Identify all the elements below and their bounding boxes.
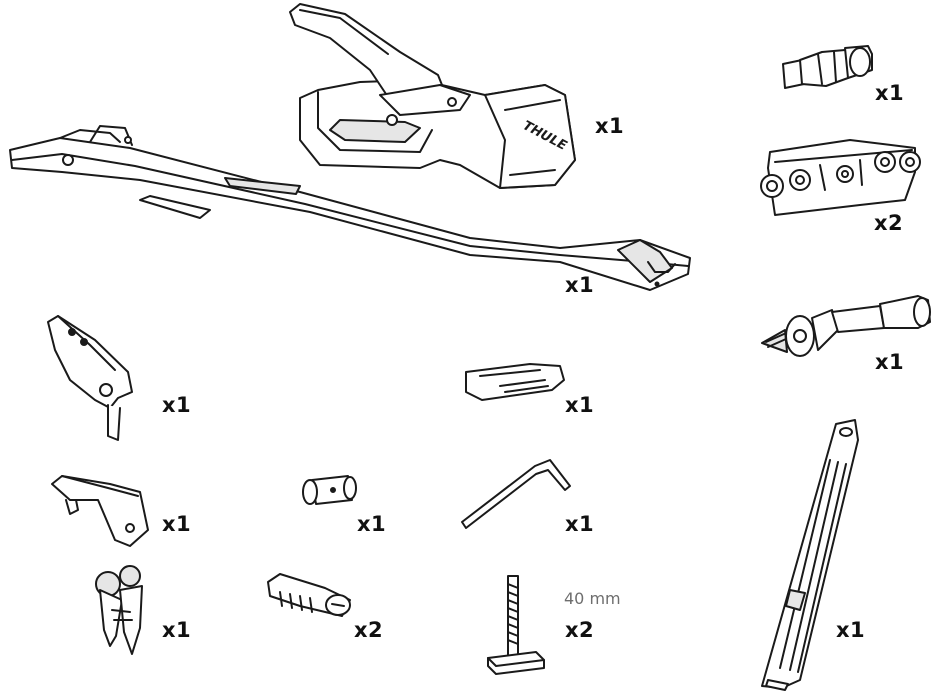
wheel-holder-icon [47, 315, 133, 441]
quantity-label-wheel-strap: x1 [836, 618, 866, 642]
quantity-label-end-cap: x1 [162, 512, 192, 536]
quantity-label-adapter-plug: x1 [875, 81, 905, 105]
adapter-plug-icon [782, 45, 873, 89]
fork-mount-icon: THULE [289, 3, 576, 189]
spacer-icon [302, 475, 357, 505]
quantity-label-spacer: x1 [357, 512, 387, 536]
end-cap-icon [51, 475, 149, 547]
quantity-label-adapter-kit: x2 [874, 211, 904, 235]
quantity-label-thru-axle-adapter: x1 [875, 350, 905, 374]
quantity-label-lock-cylinder: x2 [354, 618, 384, 642]
adapter-kit-icon [760, 139, 921, 216]
keys-icon [95, 565, 143, 655]
quantity-label-t-bolt: x2 [565, 618, 595, 642]
strap-clip-icon [465, 363, 565, 401]
t-bolt-icon [487, 575, 545, 675]
hex-key-icon [461, 459, 571, 529]
quantity-label-hex-key: x1 [565, 512, 595, 536]
t-bolt-dimension: 40 mm [564, 589, 621, 608]
quantity-label-keys: x1 [162, 618, 192, 642]
quantity-label-fork-mount: x1 [595, 114, 625, 138]
lock-cylinder-icon [267, 573, 351, 617]
quantity-label-strap-clip: x1 [565, 393, 595, 417]
bike-tray-icon [9, 125, 691, 291]
wheel-strap-icon [761, 419, 859, 691]
quantity-label-bike-tray: x1 [565, 273, 595, 297]
thru-axle-adapter-icon [761, 295, 931, 357]
quantity-label-wheel-holder: x1 [162, 393, 192, 417]
